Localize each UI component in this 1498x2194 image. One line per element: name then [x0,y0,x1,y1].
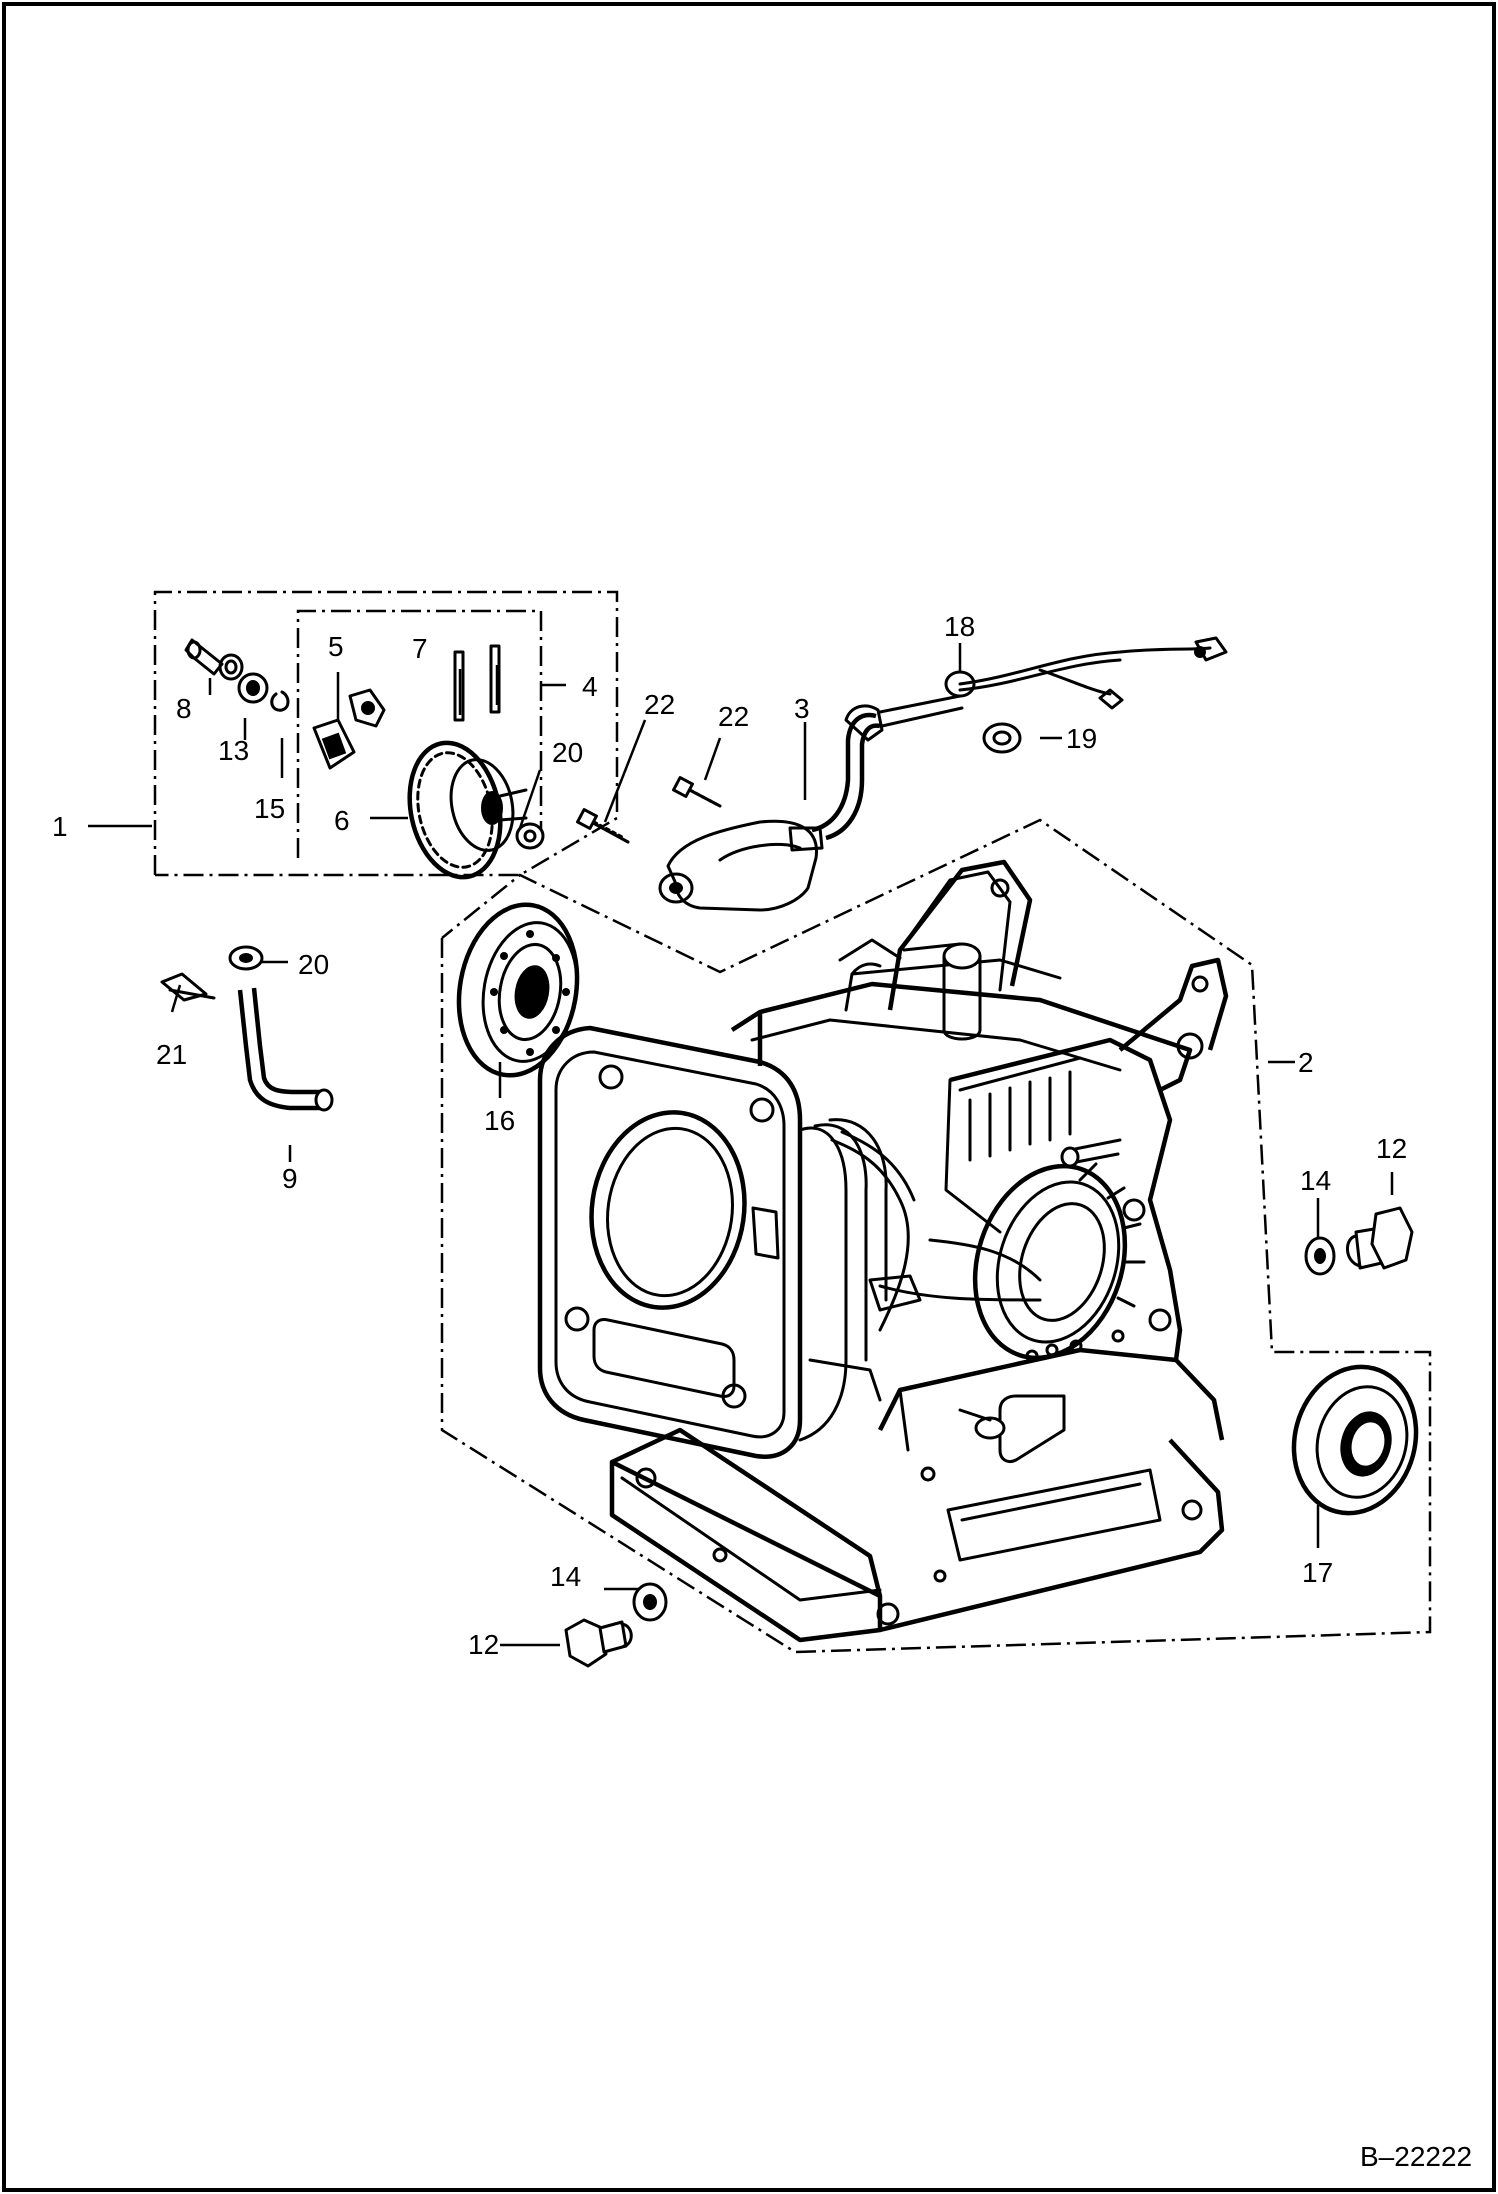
callout-7: 7 [412,633,428,664]
callout-16: 16 [484,1105,515,1136]
callout-3: 3 [794,693,810,724]
part-20b-drawing [228,945,264,971]
part-18-drawing [944,636,1228,710]
part-13b-drawing [237,672,269,704]
callout-18: 18 [944,611,975,642]
callout-21: 21 [156,1039,187,1070]
part-15-drawing [270,690,290,712]
part-14a-drawing [1304,1236,1336,1276]
callout-22-left: 22 [644,689,675,720]
part-22b-drawing [672,776,722,808]
callout-20-lower: 20 [298,949,329,980]
callout-1: 1 [52,811,68,842]
part-19-drawing [982,722,1022,754]
part-3-drawing [658,694,964,912]
callout-20-upper: 20 [552,737,583,768]
callout-6: 6 [334,805,350,836]
callout-14-bottom: 14 [550,1561,581,1592]
assembly-4-boundary [296,609,543,858]
part-7-drawing [453,644,501,722]
part-13-drawing [218,653,244,681]
callout-17: 17 [1302,1557,1333,1588]
crankcase-drawing [537,859,1229,1643]
part-20a-drawing [515,822,545,850]
callout-22-right: 22 [718,701,749,732]
callout-15: 15 [254,793,285,824]
part-16-drawing [456,902,580,1078]
part-6-drawing [407,740,528,880]
callout-4: 4 [582,671,598,702]
part-8-drawing [184,638,224,676]
callout-13: 13 [218,735,249,766]
part-9-drawing [237,987,334,1112]
part-12b-drawing [564,1618,633,1668]
callout-2: 2 [1298,1047,1314,1078]
callout-12-right: 12 [1376,1133,1407,1164]
assembly-1-boundary [153,590,619,877]
callout-14-right: 14 [1300,1165,1331,1196]
part-17-drawing [1291,1364,1419,1516]
callout-labels: 1 2 3 4 5 6 7 8 9 12 12 13 14 14 15 16 1… [52,611,1472,2172]
part-12a-drawing [1346,1206,1414,1270]
part-5-drawing [312,688,386,770]
callout-8: 8 [176,693,192,724]
crankcase-boundary [440,818,1432,1654]
callout-9: 9 [282,1163,298,1194]
part-21-drawing [160,972,216,1002]
callout-12-bottom: 12 [468,1629,499,1660]
part-14b-drawing [632,1582,668,1622]
callout-19: 19 [1066,723,1097,754]
callout-5: 5 [328,631,344,662]
part-22a-drawing [576,808,630,844]
drawing-id: B–22222 [1360,2141,1472,2172]
